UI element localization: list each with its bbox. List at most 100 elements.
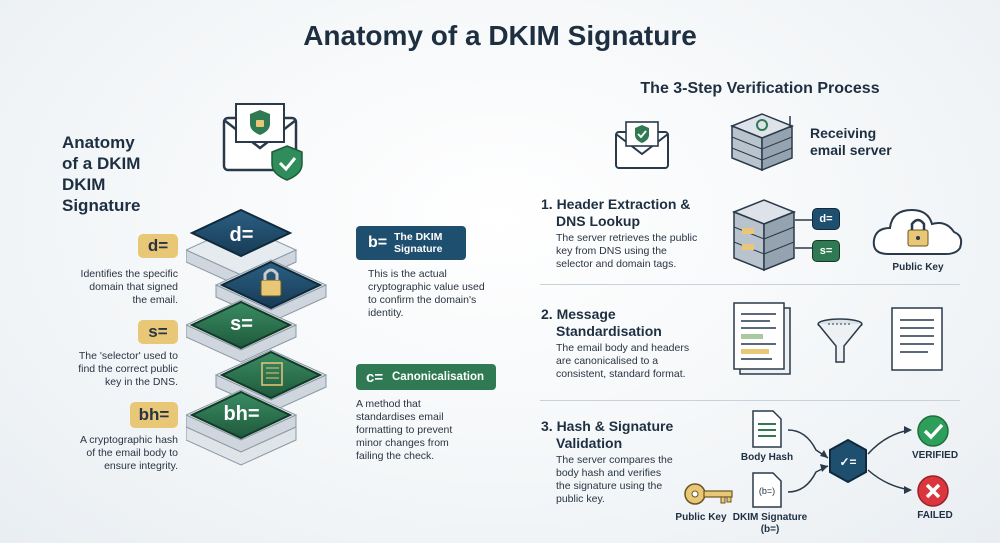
tag-d-desc-line-2: domain that signed <box>89 281 178 293</box>
tag-b-desc-line-4: identity. <box>368 307 404 319</box>
connector-lines <box>795 219 813 249</box>
tag-d-desc: Identifies the specific domain that sign… <box>30 268 178 307</box>
dkim-signature-label: DKIM Signature (b=) <box>722 512 818 536</box>
tile-s <box>186 299 298 363</box>
left-title-line-3: DKIM <box>62 175 106 194</box>
tag-b-desc-line-1: This is the actual <box>368 268 447 280</box>
left-title-line-4: Signature <box>62 196 141 215</box>
tag-s-desc-line-3: key in the DNS. <box>105 376 178 388</box>
tag-c-desc-line-1: A method that <box>356 398 421 410</box>
dkim-tag-stack <box>186 208 328 466</box>
step-1-desc: The server retrieves the public key from… <box>556 232 726 271</box>
tag-b-label: b= <box>368 234 388 251</box>
dkim-signature-line-1: DKIM Signature <box>732 512 808 523</box>
step-3-desc-line-1: The server compares the <box>556 454 673 466</box>
cloud-lock-icon <box>872 208 963 255</box>
tag-b-title-line-1: The DKIM <box>394 231 443 243</box>
step-2-desc-line-1: The email body and headers <box>556 342 690 354</box>
page-title: Anatomy of a DKIM Signature <box>303 20 697 51</box>
tile-bh <box>186 389 298 466</box>
tag-bh-desc: A cryptographic hash of the email body t… <box>30 434 178 473</box>
step-1-desc-line-3: selector and domain tags. <box>556 258 677 270</box>
step-3-title-line-1: 3. Hash & Signature <box>541 418 674 434</box>
funnel-icon <box>817 318 863 363</box>
step-2-desc-line-2: are canonicalised to a <box>556 355 659 367</box>
step-3-title-line-2: Validation <box>556 435 623 451</box>
step-3-title: 3. Hash & Signature Validation <box>541 418 721 452</box>
step-2-title-line-1: 2. Message <box>541 306 616 322</box>
body-hash-label: Body Hash <box>740 452 794 463</box>
tag-d: d= <box>138 234 178 258</box>
tag-b-callout: b= The DKIM Signature <box>356 226 466 260</box>
tag-d-desc-line-1: Identifies the specific <box>80 268 178 280</box>
server-tag-s: s= <box>812 240 840 262</box>
divider-1 <box>540 284 960 285</box>
receiving-server-line-1: Receiving <box>810 125 877 141</box>
verification-title: The 3-Step Verification Process <box>640 80 880 97</box>
tag-s-desc-line-1: The 'selector' used to <box>78 350 178 362</box>
tag-c-desc: A method that standardises email formatt… <box>356 398 486 463</box>
left-title-line-2: of a DKIM <box>62 154 141 173</box>
step-2-title-line-2: Standardisation <box>556 323 662 339</box>
verified-label: VERIFIED <box>911 450 959 461</box>
tag-c-desc-line-4: minor changes from <box>356 437 449 449</box>
failed-x-icon <box>917 475 949 507</box>
tag-bh-desc-line-3: ensure integrity. <box>104 460 178 472</box>
tag-s: s= <box>138 320 178 344</box>
tag-s-desc: The 'selector' used to find the correct … <box>30 350 178 389</box>
doc-b-label: (b=) <box>758 486 776 496</box>
server-tag-d: d= <box>812 208 840 230</box>
tile-s-label: s= <box>230 313 253 335</box>
step-1-title: 1. Header Extraction & DNS Lookup <box>541 196 721 230</box>
dns-server-icon <box>731 199 797 272</box>
tile-d-label: d= <box>229 224 254 246</box>
step-2-title: 2. Message Standardisation <box>541 306 721 340</box>
tag-bh-desc-line-1: A cryptographic hash <box>79 434 178 446</box>
tag-c-desc-line-2: standardises email <box>356 411 444 423</box>
divider-2 <box>540 400 960 401</box>
step-1-title-line-1: 1. Header Extraction & <box>541 196 691 212</box>
public-key-bottom-label: Public Key <box>675 512 727 523</box>
dkim-signature-document-icon <box>752 472 782 508</box>
tag-c-desc-line-3: formatting to prevent <box>356 424 453 436</box>
step-3-desc-line-3: the signature using the <box>556 480 663 492</box>
left-section-title: Anatomy of a DKIM DKIM Signature <box>62 132 202 216</box>
step-1-title-line-2: DNS Lookup <box>556 213 640 229</box>
tag-c-title: Canonicalisation <box>392 371 485 383</box>
receiving-server-line-2: email server <box>810 142 892 158</box>
step-2-desc-line-3: consistent, standard format. <box>556 368 686 380</box>
tile-bh-label: bh= <box>223 403 260 425</box>
tag-c-desc-line-5: failing the check. <box>356 450 435 462</box>
step-1-desc-line-2: key from DNS using the <box>556 245 667 257</box>
step-2-desc: The email body and headers are canonical… <box>556 342 726 381</box>
step-3-desc-line-2: body hash and verifies <box>556 467 662 479</box>
tag-bh-desc-line-2: of the email body to <box>86 447 178 459</box>
email-icon <box>615 121 669 169</box>
tag-s-desc-line-2: find the correct public <box>78 363 178 375</box>
body-hash-document-icon <box>752 410 782 448</box>
verified-check-icon <box>917 415 949 447</box>
email-shield-icon <box>222 103 303 181</box>
tag-b-title: The DKIM Signature <box>394 231 442 255</box>
receiving-server-label: Receiving email server <box>810 125 930 159</box>
tag-c-label: c= <box>366 368 384 386</box>
tag-b-desc: This is the actual cryptographic value u… <box>368 268 498 320</box>
failed-label: FAILED <box>917 510 953 521</box>
step-1-desc-line-1: The server retrieves the public <box>556 232 698 244</box>
step-3-desc: The server compares the body hash and ve… <box>556 454 696 506</box>
svg-text:✓=: ✓= <box>839 455 856 469</box>
dkim-signature-line-2: (b=) <box>760 524 780 535</box>
left-title-line-1: Anatomy <box>62 133 135 152</box>
tile-c <box>214 349 328 413</box>
key-icon <box>684 483 733 505</box>
step-3-desc-line-4: public key. <box>556 493 605 505</box>
tag-c-callout: c= Canonicalisation <box>356 364 496 390</box>
tag-b-title-line-2: Signature <box>394 243 443 255</box>
tag-d-desc-line-3: the email. <box>132 294 178 306</box>
messy-document-icon <box>733 302 791 375</box>
tag-b-desc-line-2: cryptographic value used <box>368 281 485 293</box>
tag-bh: bh= <box>130 402 178 428</box>
validation-arrows: ✓= <box>787 426 912 494</box>
public-key-label: Public Key <box>892 262 944 273</box>
tag-b-desc-line-3: to confirm the domain's <box>368 294 477 306</box>
